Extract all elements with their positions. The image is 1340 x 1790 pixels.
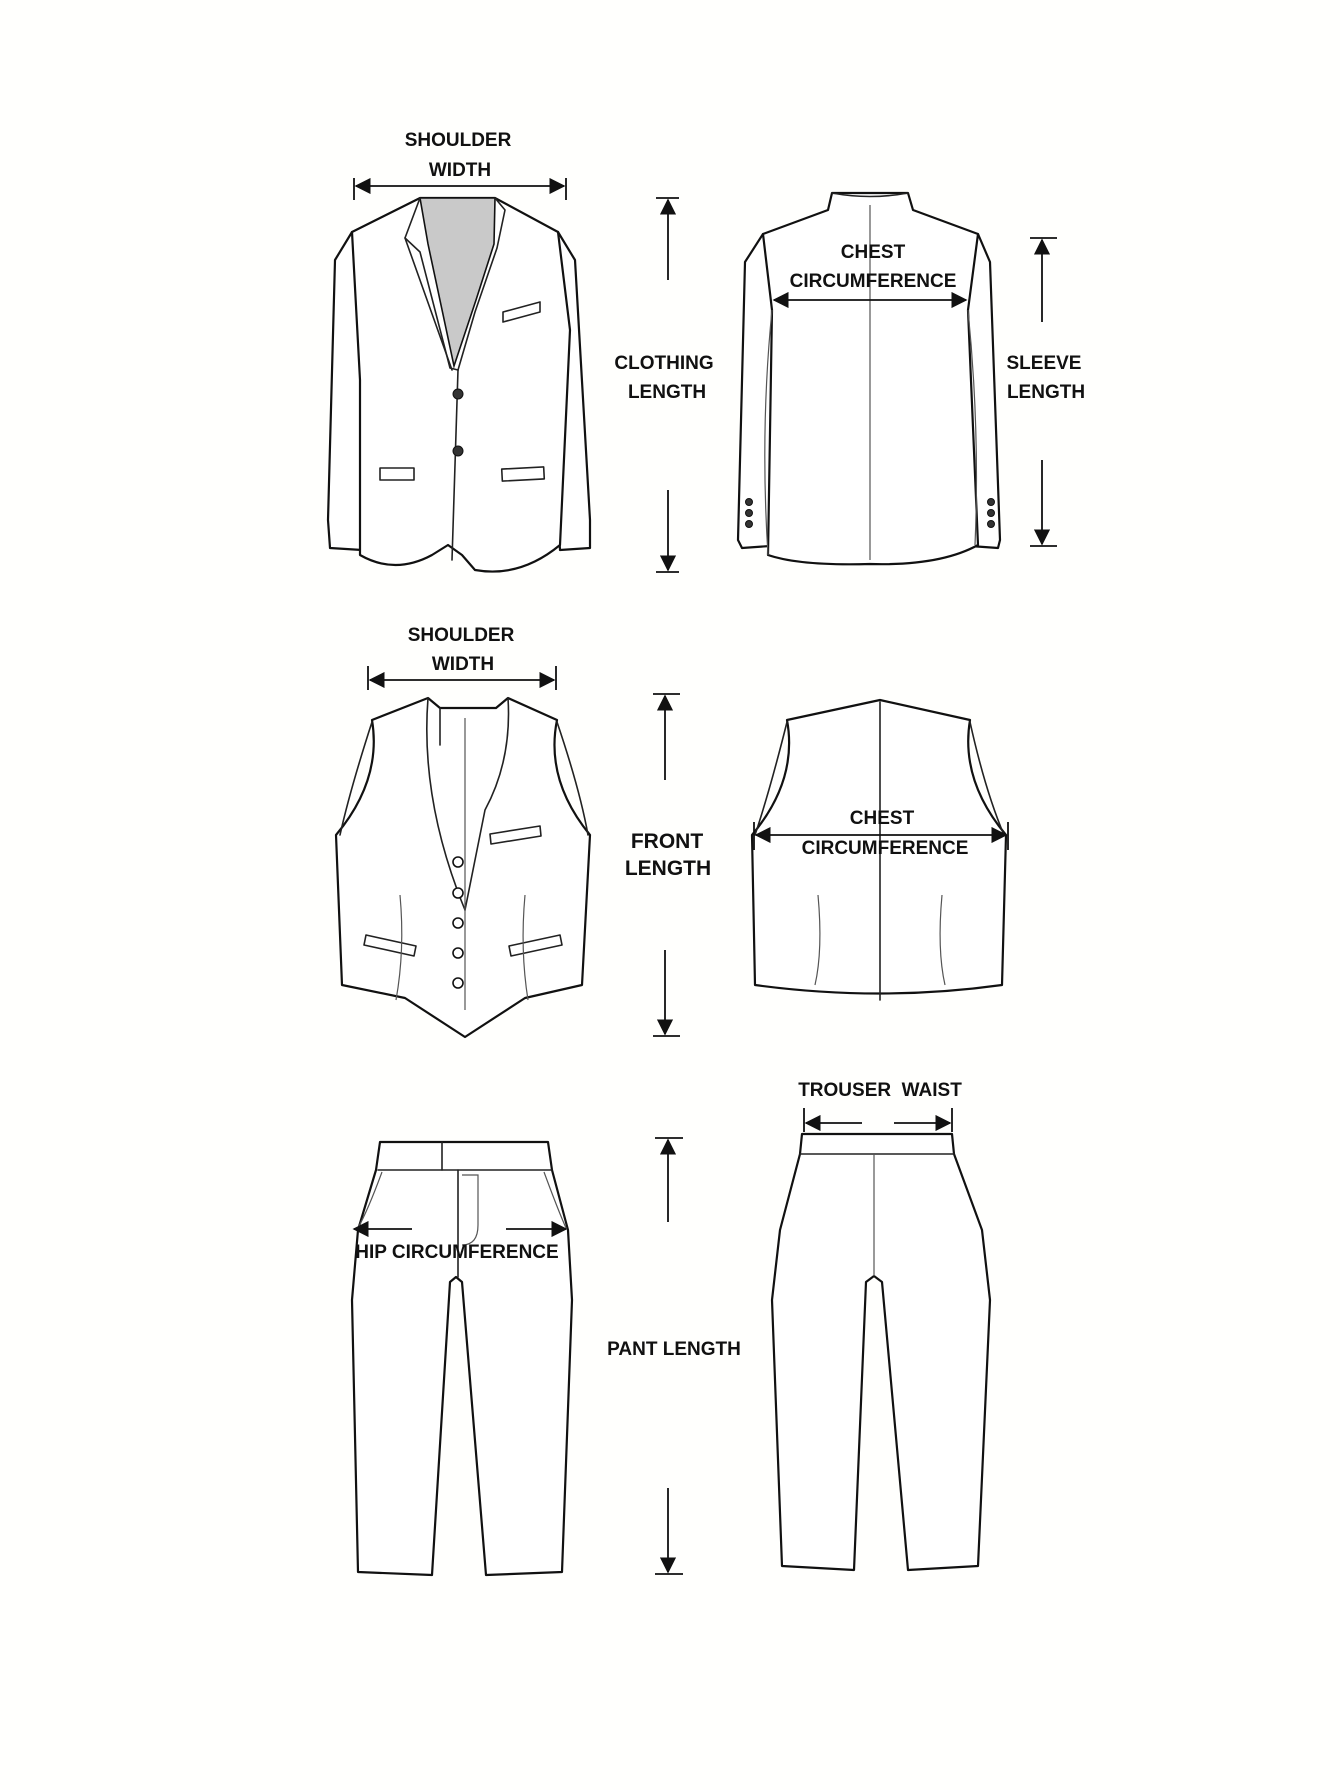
vest-button-icon bbox=[452, 947, 464, 959]
clothing-length-label-2: LENGTH bbox=[628, 382, 706, 403]
sleeve-length-measure: SLEEVE LENGTH bbox=[1007, 237, 1085, 547]
jacket-chest-circumference-measure: CHEST CIRCUMFERENCE bbox=[772, 242, 968, 309]
jacket-front-illustration bbox=[326, 196, 592, 573]
vest-back-illustration bbox=[750, 698, 1008, 1001]
pant-length-label: PANT LENGTH bbox=[607, 1339, 741, 1360]
vest-front-length-measure: FRONT LENGTH bbox=[625, 693, 711, 1037]
hip-circumference-label: HIP CIRCUMFERENCE bbox=[355, 1242, 558, 1263]
vest-button-icon bbox=[452, 917, 464, 929]
vest-button-icon bbox=[452, 977, 464, 989]
pants-front-illustration bbox=[350, 1140, 574, 1577]
vest-button-icon bbox=[452, 856, 464, 868]
sleeve-button-icon bbox=[987, 509, 995, 517]
jacket-shoulder-width-label-2: WIDTH bbox=[429, 160, 491, 181]
sleeve-button-icon bbox=[745, 520, 753, 528]
sleeve-button-icon bbox=[745, 498, 753, 506]
jacket-chest-label-2: CIRCUMFERENCE bbox=[790, 271, 957, 292]
vest-button-icon bbox=[452, 887, 464, 899]
front-length-label-2: LENGTH bbox=[625, 857, 711, 880]
vest-chest-circumference-measure: CHEST CIRCUMFERENCE bbox=[753, 808, 1009, 859]
vest-shoulder-width-measure: SHOULDER WIDTH bbox=[367, 625, 557, 690]
trouser-waist-measure: TROUSER WAIST bbox=[798, 1080, 962, 1132]
pant-length-measure: PANT LENGTH bbox=[607, 1137, 741, 1575]
sleeve-length-label: SLEEVE bbox=[1007, 353, 1082, 374]
sleeve-button-icon bbox=[987, 520, 995, 528]
jacket-shoulder-width-label: SHOULDER bbox=[405, 130, 512, 151]
jacket-back-illustration bbox=[736, 191, 1002, 566]
clothing-length-label: CLOTHING bbox=[614, 353, 713, 374]
vest-chest-label: CHEST bbox=[850, 808, 915, 829]
jacket-shoulder-width-measure: SHOULDER WIDTH bbox=[353, 130, 567, 200]
front-length-label: FRONT bbox=[631, 830, 703, 853]
vest-chest-label-2: CIRCUMFERENCE bbox=[802, 838, 969, 859]
sleeve-button-icon bbox=[987, 498, 995, 506]
vest-shoulder-width-label-2: WIDTH bbox=[432, 654, 494, 675]
hip-circumference-measure: HIP CIRCUMFERENCE bbox=[352, 1220, 568, 1263]
jacket-clothing-length-measure: CLOTHING LENGTH bbox=[614, 197, 714, 573]
vest-front-illustration bbox=[334, 696, 592, 1039]
button-icon bbox=[452, 388, 464, 400]
button-icon bbox=[452, 445, 464, 457]
sleeve-button-icon bbox=[745, 509, 753, 517]
pants-back-illustration bbox=[770, 1132, 992, 1572]
sleeve-length-label-2: LENGTH bbox=[1007, 382, 1085, 403]
vest-shoulder-width-label: SHOULDER bbox=[408, 625, 515, 646]
trouser-waist-label: TROUSER WAIST bbox=[798, 1080, 962, 1101]
jacket-chest-label: CHEST bbox=[841, 242, 906, 263]
